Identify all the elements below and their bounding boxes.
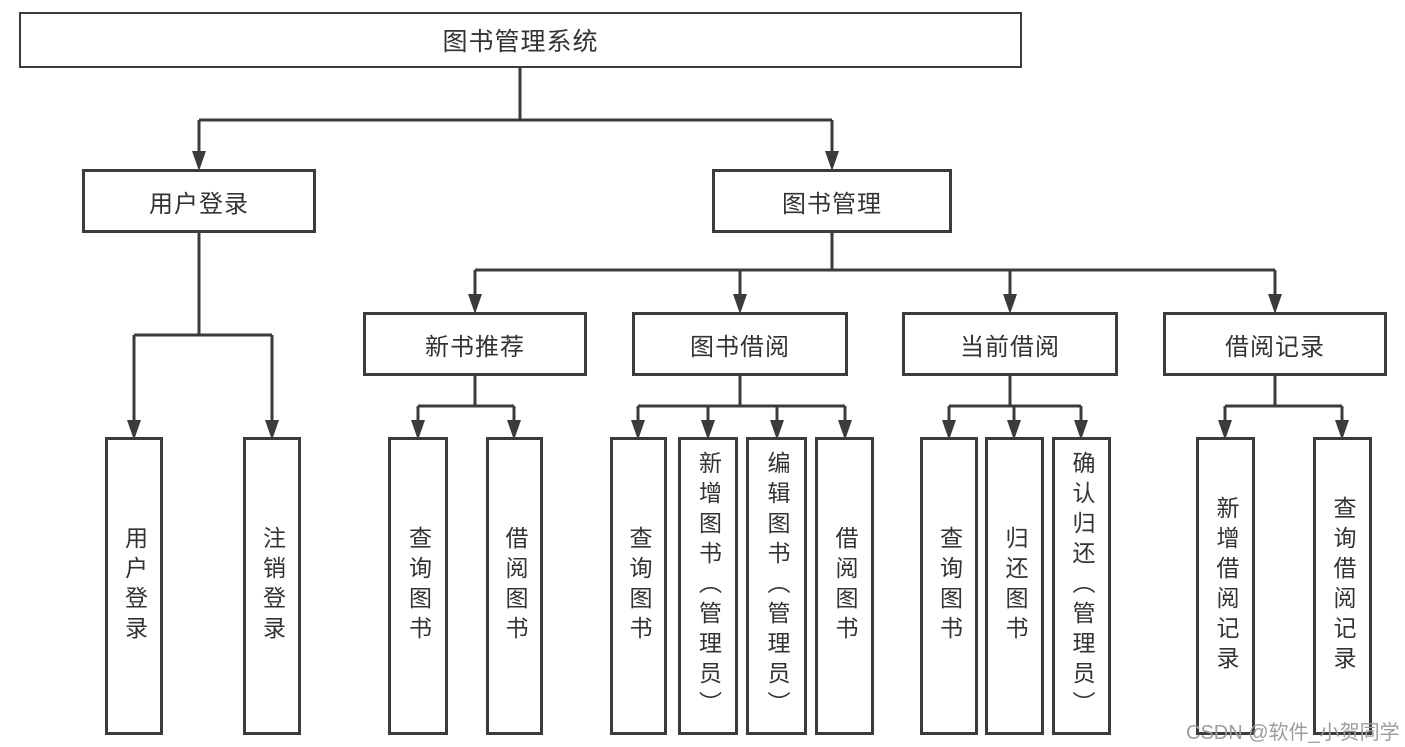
leaf-logout-label: 注销登录 [259,526,286,646]
leaf-add-borrow-record-label: 新增借阅记录 [1213,496,1239,676]
node-new-book-recommend: 新书推荐 [363,312,587,376]
leaf-query-borrow-record: 查询借阅记录 [1313,437,1372,735]
leaf-recommend-borrow-books-label: 借阅图书 [502,526,528,646]
leaf-query-borrow-record-label: 查询借阅记录 [1330,496,1356,676]
node-new-book-recommend-label: 新书推荐 [425,333,525,361]
leaf-edit-books-admin: 编辑图书（管理员） [746,437,807,735]
leaf-borrow-borrow-books-label: 借阅图书 [832,526,858,646]
leaf-user-login: 用户登录 [105,437,163,735]
node-book-management-label: 图书管理 [782,190,882,218]
leaf-borrow-query-books: 查询图书 [610,437,667,735]
node-book-borrow: 图书借阅 [632,312,848,376]
leaf-add-books-admin-label: 新增图书（管理员） [695,451,722,721]
leaf-confirm-return-admin: 确认归还（管理员） [1052,437,1111,735]
node-book-borrow-label: 图书借阅 [690,333,790,361]
node-root-label: 图书管理系统 [442,28,599,56]
node-current-borrow: 当前借阅 [902,312,1118,376]
node-book-management: 图书管理 [712,169,952,233]
leaf-borrow-query-books-label: 查询图书 [626,526,652,646]
leaf-logout: 注销登录 [243,437,301,735]
node-borrow-records-label: 借阅记录 [1225,333,1325,361]
leaf-add-borrow-record: 新增借阅记录 [1196,437,1255,735]
csdn-watermark: CSDN @软件_小贺同学 [1186,722,1400,744]
leaf-recommend-query-books-label: 查询图书 [405,526,432,646]
leaf-current-query-books: 查询图书 [920,437,978,735]
leaf-return-books: 归还图书 [985,437,1044,735]
leaf-return-books-label: 归还图书 [1002,526,1028,646]
node-root: 图书管理系统 [19,12,1022,68]
leaf-add-books-admin: 新增图书（管理员） [678,437,738,735]
leaf-current-query-books-label: 查询图书 [936,526,963,646]
node-user-login: 用户登录 [82,169,316,233]
leaf-recommend-query-books: 查询图书 [388,437,448,735]
leaf-edit-books-admin-label: 编辑图书（管理员） [764,451,790,721]
node-user-login-label: 用户登录 [149,190,249,218]
leaf-confirm-return-admin-label: 确认归还（管理员） [1069,451,1095,721]
leaf-recommend-borrow-books: 借阅图书 [486,437,543,735]
leaf-user-login-label: 用户登录 [121,526,148,646]
leaf-borrow-borrow-books: 借阅图书 [815,437,874,735]
node-current-borrow-label: 当前借阅 [960,333,1060,361]
node-borrow-records: 借阅记录 [1163,312,1387,376]
